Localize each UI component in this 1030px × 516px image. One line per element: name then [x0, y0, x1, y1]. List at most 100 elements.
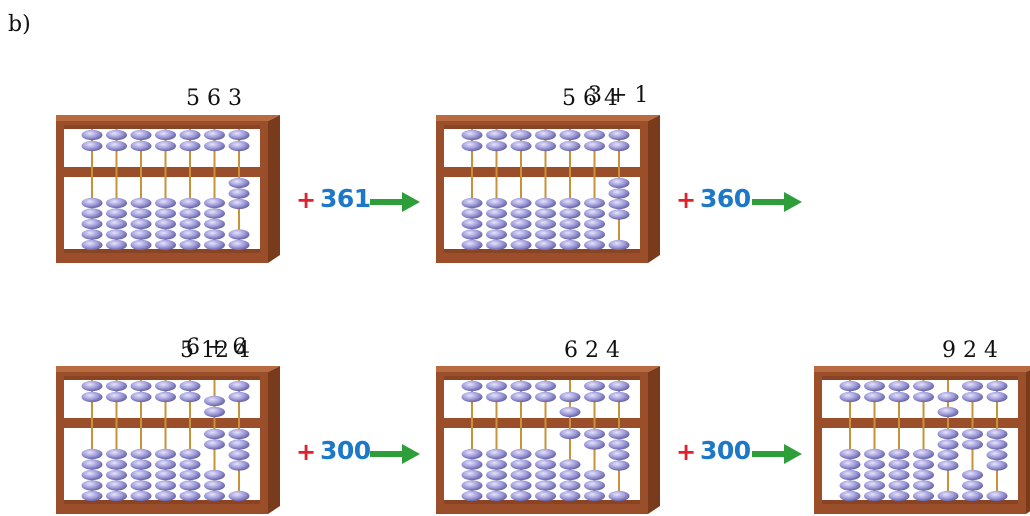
upper-bead — [486, 129, 507, 141]
lower-bead — [608, 209, 630, 220]
abacus-1 — [56, 115, 280, 263]
upper-bead — [559, 406, 581, 418]
lower-bead — [461, 208, 483, 219]
lower-bead — [486, 490, 507, 502]
lower-bead — [584, 229, 605, 240]
upper-bead — [608, 380, 630, 392]
upper-bead — [510, 129, 532, 141]
lower-bead — [962, 490, 983, 502]
lower-bead — [986, 428, 1008, 440]
lower-bead — [228, 188, 250, 199]
operation-4-sign: + — [676, 438, 697, 466]
lower-bead — [913, 469, 934, 481]
upper-bead — [461, 380, 483, 392]
upper-bead — [155, 391, 176, 403]
lower-bead — [81, 229, 103, 240]
lower-bead — [608, 198, 630, 210]
lower-bead — [888, 469, 910, 481]
lower-bead — [584, 239, 605, 251]
lower-bead — [584, 439, 605, 450]
upper-bead — [559, 140, 581, 152]
upper-bead — [155, 380, 176, 392]
lower-bead — [179, 469, 201, 481]
lower-bead — [608, 239, 630, 251]
lower-bead — [81, 490, 103, 502]
lower-bead — [535, 469, 556, 481]
upper-bead — [608, 140, 630, 152]
lower-bead — [486, 469, 507, 481]
lower-bead — [584, 208, 605, 219]
upper-bead — [535, 129, 556, 141]
operation-1-value: 361 — [320, 184, 371, 213]
lower-bead — [608, 460, 630, 471]
operation-3-arrow-icon — [370, 444, 420, 464]
lower-bead — [962, 439, 983, 450]
upper-bead — [106, 140, 127, 152]
lower-bead — [461, 218, 483, 230]
upper-bead — [130, 380, 152, 392]
lower-bead — [559, 229, 581, 240]
reckoning-bar — [444, 418, 640, 428]
lower-bead — [130, 208, 152, 219]
lower-bead — [228, 449, 250, 461]
upper-bead — [155, 140, 176, 152]
lower-bead — [486, 459, 507, 470]
lower-bead — [937, 449, 959, 461]
upper-bead — [510, 140, 532, 152]
lower-bead — [962, 469, 983, 481]
upper-bead — [839, 380, 861, 392]
upper-bead — [461, 129, 483, 141]
lower-bead — [130, 459, 152, 470]
lower-bead — [179, 239, 201, 251]
lower-bead — [937, 428, 959, 440]
upper-bead — [81, 129, 103, 141]
lower-bead — [864, 448, 885, 460]
upper-bead — [204, 140, 225, 152]
lower-bead — [584, 480, 605, 491]
lower-bead — [130, 448, 152, 460]
operation-1-arrow-icon — [370, 192, 420, 212]
reckoning-bar — [822, 418, 1018, 428]
operation-2-arrow-icon — [752, 192, 802, 212]
lower-bead — [584, 197, 605, 209]
lower-bead — [106, 490, 127, 502]
lower-bead — [228, 198, 250, 210]
lower-bead — [986, 449, 1008, 461]
lower-bead — [584, 218, 605, 230]
operation-2-sign: + — [676, 186, 697, 214]
lower-bead — [559, 218, 581, 230]
lower-bead — [486, 448, 507, 460]
lower-bead — [155, 197, 176, 209]
operation-3-sign: + — [296, 438, 317, 466]
lower-bead — [839, 469, 861, 481]
lower-bead — [888, 490, 910, 502]
lower-bead — [81, 459, 103, 470]
lower-bead — [608, 428, 630, 440]
lower-bead — [204, 469, 225, 481]
upper-bead — [888, 380, 910, 392]
lower-bead — [461, 469, 483, 481]
upper-bead — [864, 380, 885, 392]
lower-bead — [913, 459, 934, 470]
upper-bead — [81, 380, 103, 392]
upper-bead — [535, 380, 556, 392]
lower-bead — [535, 480, 556, 491]
lower-bead — [913, 480, 934, 491]
upper-bead — [937, 391, 959, 403]
lower-bead — [937, 439, 959, 450]
frame-4-value: 6 2 4 — [564, 338, 620, 363]
lower-bead — [81, 469, 103, 481]
upper-bead — [535, 140, 556, 152]
frame-3-calc-expression: 6 + 6 — [186, 335, 247, 361]
lower-bead — [486, 229, 507, 240]
upper-bead — [130, 140, 152, 152]
lower-bead — [228, 229, 250, 240]
lower-bead — [155, 490, 176, 502]
abacus-4 — [436, 366, 660, 514]
lower-bead — [461, 490, 483, 502]
lower-bead — [510, 208, 532, 219]
upper-bead — [986, 391, 1008, 403]
lower-bead — [535, 208, 556, 219]
upper-bead — [608, 129, 630, 141]
lower-bead — [130, 218, 152, 230]
